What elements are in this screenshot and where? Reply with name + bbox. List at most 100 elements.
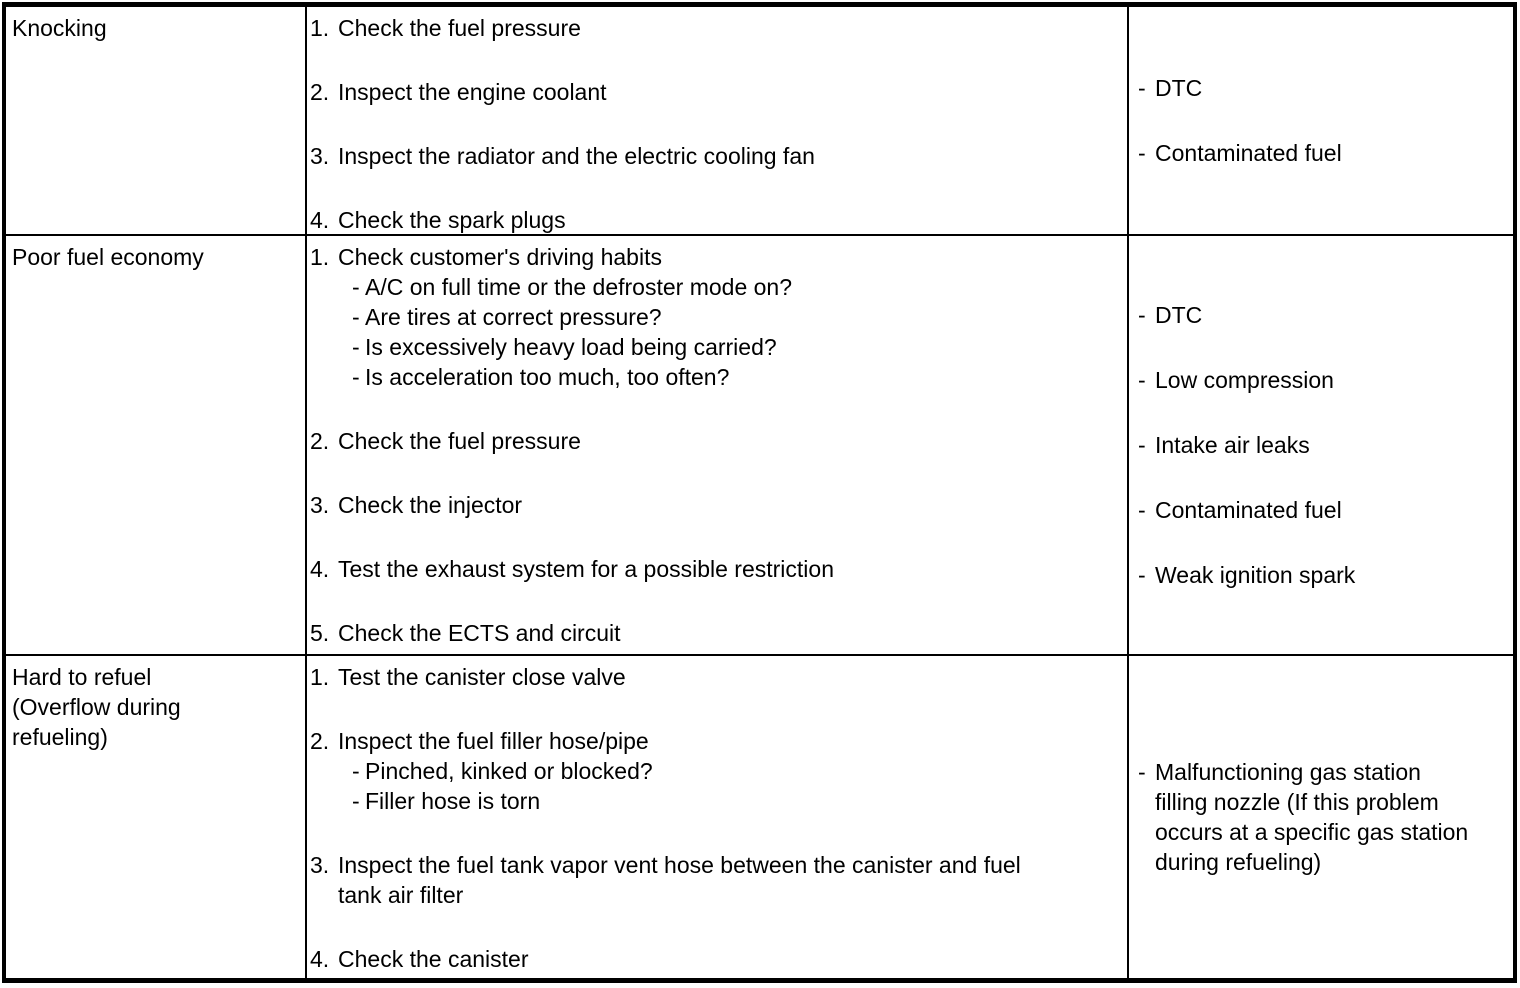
dash-bullet: -	[352, 304, 360, 330]
causes-cell-hard-to-refuel: -Malfunctioning gas station filling nozz…	[1129, 656, 1513, 978]
step-text: Check customer's driving habits	[338, 244, 662, 270]
symptom-text: Knocking	[12, 15, 107, 41]
step-text: Inspect the fuel filler hose/pipe	[338, 728, 649, 754]
sub-check-item: -Is excessively heavy load being carried…	[352, 332, 1119, 362]
step-text: Inspect the fuel tank vapor vent hose be…	[338, 852, 1021, 908]
step-number: 4.	[310, 946, 330, 972]
cause-item: -DTC	[1138, 300, 1509, 330]
cause-text: DTC	[1155, 302, 1203, 328]
cause-item: -Malfunctioning gas station filling nozz…	[1138, 757, 1509, 877]
dash-bullet: -	[1138, 302, 1146, 328]
causes-cell-knocking: -DTC-Contaminated fuel	[1129, 7, 1513, 236]
step-text: Inspect the engine coolant	[338, 79, 607, 105]
step-body: Test the exhaust system for a possible r…	[338, 554, 1119, 584]
symptom-cell-poor-fuel-economy: Poor fuel economy	[6, 236, 307, 656]
dash-bullet: -	[352, 334, 360, 360]
cause-item: -Contaminated fuel	[1138, 138, 1509, 168]
sub-check-item: -Are tires at correct pressure?	[352, 302, 1119, 332]
cause-text: Contaminated fuel	[1155, 140, 1342, 166]
cause-text: Malfunctioning gas station filling nozzl…	[1155, 759, 1469, 875]
step-item: 2. Inspect the engine coolant	[310, 77, 1119, 107]
step-number: 2.	[310, 728, 330, 754]
step-text: Check the spark plugs	[338, 207, 566, 233]
sub-check-text: Pinched, kinked or blocked?	[365, 758, 653, 784]
step-body: Check the fuel pressure	[338, 426, 1119, 456]
step-text: Inspect the radiator and the electric co…	[338, 143, 815, 169]
dash-bullet: -	[1138, 432, 1146, 458]
dash-bullet: -	[1138, 759, 1146, 785]
dash-bullet: -	[352, 758, 360, 784]
step-text: Check the fuel pressure	[338, 428, 581, 454]
cause-text: Low compression	[1155, 367, 1334, 393]
step-text: Check the fuel pressure	[338, 15, 581, 41]
sub-check-item: -Is acceleration too much, too often?	[352, 362, 1119, 392]
dash-bullet: -	[1138, 75, 1146, 101]
sub-check-text: Are tires at correct pressure?	[365, 304, 662, 330]
step-body: Inspect the fuel tank vapor vent hose be…	[338, 850, 1119, 910]
step-item: 4. Check the canister	[310, 944, 1119, 974]
cause-text: DTC	[1155, 75, 1203, 101]
step-number: 4.	[310, 556, 330, 582]
step-body: Check the ECTS and circuit	[338, 618, 1119, 648]
step-item: 3. Check the injector	[310, 490, 1119, 520]
steps-cell-poor-fuel-economy: 1.Check customer's driving habits-A/C on…	[307, 236, 1129, 656]
sub-check-text: Is acceleration too much, too often?	[365, 364, 730, 390]
dash-bullet: -	[352, 274, 360, 300]
sub-check-item: -A/C on full time or the defroster mode …	[352, 272, 1119, 302]
cause-text: Intake air leaks	[1155, 432, 1310, 458]
dash-bullet: -	[1138, 562, 1146, 588]
step-number: 1.	[310, 15, 330, 41]
step-body: Inspect the fuel filler hose/pipe-Pinche…	[338, 726, 1119, 816]
step-item: 5. Check the ECTS and circuit	[310, 618, 1119, 648]
cause-item: -Weak ignition spark	[1138, 560, 1509, 590]
step-body: Inspect the engine coolant	[338, 77, 1119, 107]
symptom-text: Hard to refuel (Overflow during refuelin…	[12, 664, 181, 750]
cause-text: Contaminated fuel	[1155, 497, 1342, 523]
step-body: Check the spark plugs	[338, 205, 1119, 234]
sub-check-text: Is excessively heavy load being carried?	[365, 334, 777, 360]
step-item: 1. Check the fuel pressure	[310, 13, 1119, 43]
step-body: Check the fuel pressure	[338, 13, 1119, 43]
dash-bullet: -	[352, 364, 360, 390]
step-item: 1.Check customer's driving habits-A/C on…	[310, 242, 1119, 392]
step-item: 1. Test the canister close valve	[310, 662, 1119, 692]
step-text: Test the canister close valve	[338, 664, 626, 690]
symptom-cell-knocking: Knocking	[6, 7, 307, 236]
step-body: Test the canister close valve	[338, 662, 1119, 692]
step-number: 1.	[310, 664, 330, 690]
cause-item: -Intake air leaks	[1138, 430, 1509, 460]
symptom-text: Poor fuel economy	[12, 244, 204, 270]
step-body: Check customer's driving habits-A/C on f…	[338, 242, 1119, 392]
steps-cell-knocking: 1. Check the fuel pressure 2. Inspect the e…	[307, 7, 1129, 236]
dash-bullet: -	[1138, 497, 1146, 523]
dash-bullet: -	[1138, 367, 1146, 393]
step-text: Test the exhaust system for a possible r…	[338, 556, 834, 582]
steps-cell-hard-to-refuel: 1. Test the canister close valve 2. Inspect…	[307, 656, 1129, 978]
dash-bullet: -	[352, 788, 360, 814]
step-body: Check the canister	[338, 944, 1119, 974]
step-number: 3.	[310, 492, 330, 518]
sub-check-text: Filler hose is torn	[365, 788, 541, 814]
step-number: 5.	[310, 620, 330, 646]
cause-item: -DTC	[1138, 73, 1509, 103]
step-item: 4. Check the spark plugs	[310, 205, 1119, 234]
sub-check-item: -Filler hose is torn	[352, 786, 1119, 816]
step-number: 4.	[310, 207, 330, 233]
step-number: 2.	[310, 79, 330, 105]
cause-item: -Contaminated fuel	[1138, 495, 1509, 525]
dash-bullet: -	[1138, 140, 1146, 166]
step-text: Check the injector	[338, 492, 523, 518]
step-item: 3.Inspect the radiator and the electric …	[310, 141, 1119, 171]
cause-item: -Low compression	[1138, 365, 1509, 395]
step-item: 2.Inspect the fuel filler hose/pipe-Pinc…	[310, 726, 1119, 816]
step-item: 2.Check the fuel pressure	[310, 426, 1119, 456]
causes-cell-poor-fuel-economy: -DTC-Low compression-Intake air leaks-Co…	[1129, 236, 1513, 656]
cause-text: Weak ignition spark	[1155, 562, 1356, 588]
sub-check-text: A/C on full time or the defroster mode o…	[365, 274, 792, 300]
step-number: 3.	[310, 852, 330, 878]
symptom-cell-hard-to-refuel: Hard to refuel (Overflow during refuelin…	[6, 656, 307, 978]
step-item: 3. Inspect the fuel tank vapor vent hose …	[310, 850, 1119, 910]
sub-check-item: -Pinched, kinked or blocked?	[352, 756, 1119, 786]
